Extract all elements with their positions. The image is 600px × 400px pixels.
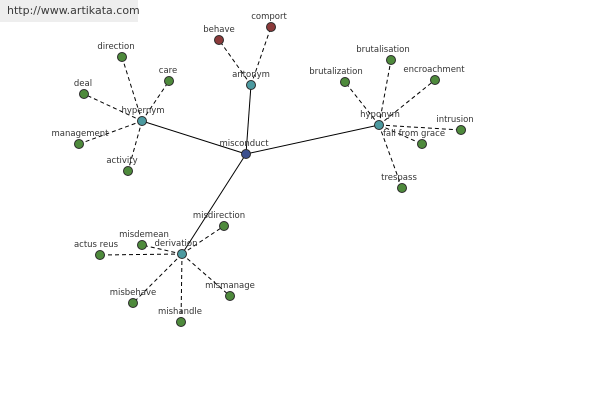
label-fall-from-grace[interactable]: fall from grace: [383, 129, 445, 139]
edge-antonym-behave: [218, 39, 252, 86]
edge-antonym: [245, 84, 252, 155]
label-intrusion[interactable]: intrusion: [436, 115, 473, 125]
edge-hypernym-care: [141, 80, 170, 122]
node-brutalisation[interactable]: [386, 55, 396, 65]
node-intrusion[interactable]: [456, 125, 466, 135]
node-brutalization[interactable]: [340, 77, 350, 87]
label-management[interactable]: management: [52, 129, 110, 139]
node-comport[interactable]: [266, 22, 276, 32]
label-derivation[interactable]: derivation: [154, 239, 197, 249]
label-misconduct[interactable]: misconduct: [219, 139, 269, 149]
label-mishandle[interactable]: mishandle: [158, 307, 202, 317]
node-derivation[interactable]: [177, 249, 187, 259]
edge-derivation: [181, 153, 247, 255]
label-misbehave[interactable]: misbehave: [110, 288, 157, 298]
label-misdemean[interactable]: misdemean: [119, 230, 169, 240]
node-deal[interactable]: [79, 89, 89, 99]
node-fall-from-grace[interactable]: [417, 139, 427, 149]
edge-hyponym: [245, 124, 380, 155]
node-direction[interactable]: [117, 52, 127, 62]
label-care[interactable]: care: [159, 66, 177, 76]
node-hyponym[interactable]: [374, 120, 384, 130]
edge-derivation-misbehave: [132, 253, 183, 304]
edge-hyponym-brutalization: [344, 81, 380, 126]
edges: [78, 26, 462, 323]
label-antonym[interactable]: antonym: [232, 70, 270, 80]
label-brutalization[interactable]: brutalization: [309, 67, 363, 77]
edge-hypernym: [141, 120, 247, 155]
node-behave[interactable]: [214, 35, 224, 45]
label-misdirection[interactable]: misdirection: [193, 211, 245, 221]
node-activity[interactable]: [123, 166, 133, 176]
label-behave[interactable]: behave: [203, 25, 234, 35]
label-brutalisation[interactable]: brutalisation: [356, 45, 409, 55]
node-antonym[interactable]: [246, 80, 256, 90]
edge-antonym-comport: [250, 26, 272, 86]
edge-derivation-mismanage: [181, 253, 231, 297]
label-comport[interactable]: comport: [251, 12, 287, 22]
node-misdemean[interactable]: [137, 240, 147, 250]
label-direction[interactable]: direction: [97, 42, 134, 52]
label-encroachment[interactable]: encroachment: [403, 65, 465, 75]
node-actus-reus[interactable]: [95, 250, 105, 260]
edge-hyponym-encroachment: [378, 79, 436, 126]
node-encroachment[interactable]: [430, 75, 440, 85]
url-text[interactable]: http://www.artikata.com: [7, 4, 140, 17]
node-mismanage[interactable]: [225, 291, 235, 301]
label-mismanage[interactable]: mismanage: [205, 281, 255, 291]
node-management[interactable]: [74, 139, 84, 149]
node-hypernym[interactable]: [137, 116, 147, 126]
nodes: [74, 22, 466, 327]
node-misconduct[interactable]: [241, 149, 251, 159]
label-activity[interactable]: activity: [106, 156, 137, 166]
edge-hypernym-deal: [83, 93, 143, 122]
node-mishandle[interactable]: [176, 317, 186, 327]
label-actus-reus[interactable]: actus reus: [74, 240, 119, 250]
node-misdirection[interactable]: [219, 221, 229, 231]
label-hyponym[interactable]: hyponym: [360, 110, 400, 120]
edge-derivation-mishandle: [180, 253, 183, 323]
edge-hyponym-fall-from-grace: [378, 124, 423, 145]
edge-derivation-actus-reus: [99, 253, 183, 256]
edge-hypernym-activity: [127, 120, 143, 172]
node-trespass[interactable]: [397, 183, 407, 193]
label-trespass[interactable]: trespass: [381, 173, 417, 183]
node-misbehave[interactable]: [128, 298, 138, 308]
labels: direction care deal management activity behav…: [52, 12, 474, 317]
edge-derivation-misdirection: [181, 225, 225, 255]
node-care[interactable]: [164, 76, 174, 86]
url-banner: http://www.artikata.com: [0, 0, 140, 22]
label-hypernym[interactable]: hypernym: [121, 106, 164, 116]
label-deal[interactable]: deal: [74, 79, 92, 89]
